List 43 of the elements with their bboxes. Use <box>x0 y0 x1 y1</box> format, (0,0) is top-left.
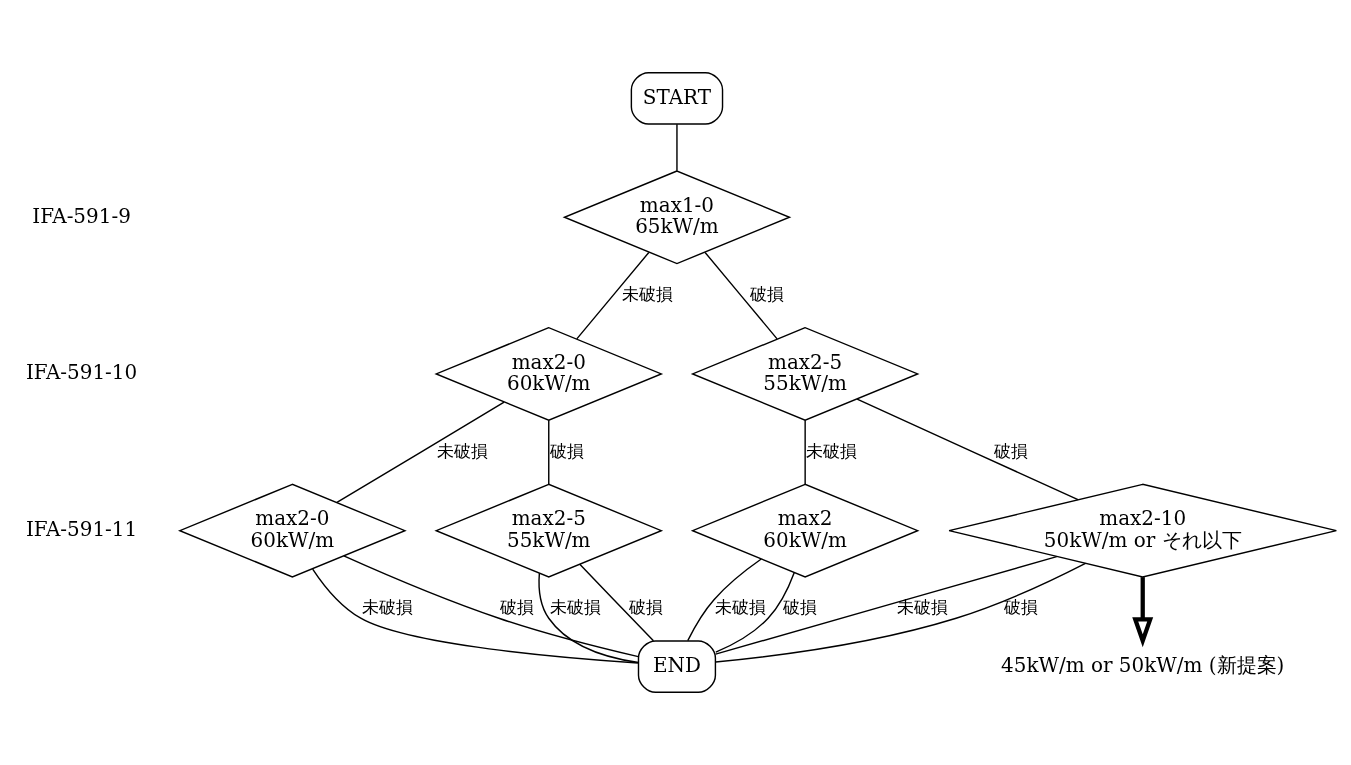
node-box: START <box>630 72 724 125</box>
edge-label: 破損 <box>549 440 584 461</box>
connector <box>343 555 639 658</box>
edge-label: 未破損 <box>549 597 601 618</box>
edge-label: 未破損 <box>806 440 857 461</box>
node-diamond: max2-10 50kW/m or それ以下 <box>948 483 1338 578</box>
edge-label: 未破損 <box>622 284 674 305</box>
connector <box>548 419 550 485</box>
connector <box>714 562 1087 663</box>
node-diamond: max1-0 65kW/m <box>562 170 792 265</box>
edge-label: 破損 <box>993 440 1028 461</box>
node-diamond: max2-5 55kW/m <box>690 326 920 421</box>
node-diamond: max2-0 60kW/m <box>434 326 664 421</box>
edge-label: 破損 <box>499 597 534 618</box>
node-diamond: max2-0 60kW/m <box>177 483 407 578</box>
node-text: 45kW/m or 50kW/m (新提案) <box>1001 652 1285 677</box>
edge-label: 破損 <box>629 597 664 618</box>
connector <box>804 419 806 485</box>
label: IFA-591-10 <box>25 360 138 385</box>
edge-label: 破損 <box>1003 597 1038 618</box>
connector <box>579 563 655 642</box>
connector <box>687 558 762 642</box>
connector <box>715 572 795 653</box>
connector <box>714 555 1058 655</box>
connector <box>676 123 678 172</box>
arrow <box>1132 577 1154 648</box>
node-diamond: max2 60kW/m <box>690 483 920 578</box>
label: IFA-591-11 <box>25 516 138 541</box>
edge-label: 未破損 <box>714 597 766 618</box>
edge-label: 未破損 <box>361 597 413 618</box>
label: IFA-591-9 <box>32 203 131 228</box>
connector <box>704 251 778 340</box>
edge-label: 未破損 <box>897 597 949 618</box>
connector <box>336 401 505 504</box>
connector <box>576 251 650 340</box>
edge-label: 破損 <box>750 284 785 305</box>
node-box: END <box>637 640 717 693</box>
node-diamond: max2-5 55kW/m <box>434 483 664 578</box>
edge-label: 破損 <box>783 597 818 618</box>
edge-label: 未破損 <box>437 440 489 461</box>
connector <box>856 398 1079 501</box>
connector <box>538 572 640 664</box>
connector <box>311 568 639 664</box>
